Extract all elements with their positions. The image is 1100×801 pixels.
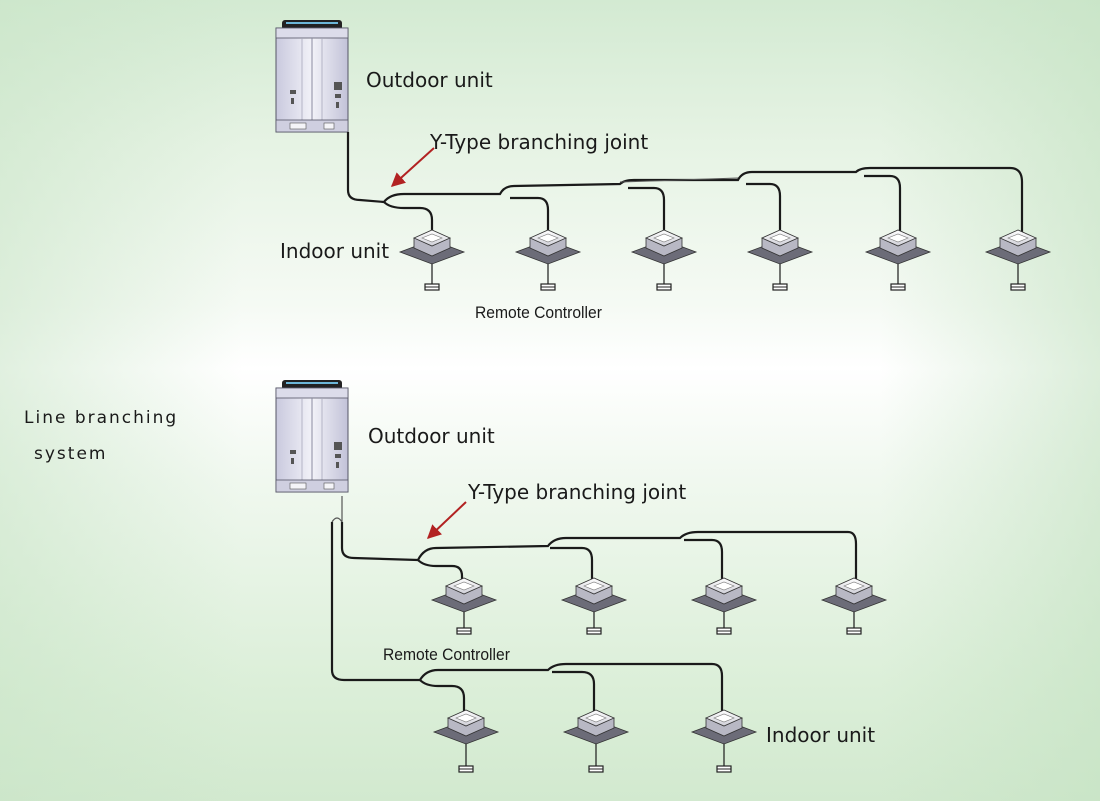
remote-controller-icon (456, 627, 472, 635)
top-joint-label: Y-Type branching joint (430, 130, 649, 154)
remote-controller-icon (716, 765, 732, 773)
bottom-remote-controller-label: Remote Controller (383, 645, 510, 664)
bottom-indoor-unit-label: Indoor unit (766, 723, 876, 747)
remote-controller-icon (424, 283, 440, 291)
remote-controller-icon (458, 765, 474, 773)
top-indoor-unit-label: Indoor unit (280, 239, 390, 263)
indoor-unit-icon (985, 229, 1051, 265)
indoor-unit-icon (433, 709, 499, 745)
remote-controller-icon (656, 283, 672, 291)
top-remote-controller-label: Remote Controller (475, 303, 602, 322)
bottom-joint-label: Y-Type branching joint (468, 480, 687, 504)
bottom-pipes (330, 522, 858, 712)
side-label-line2: system (34, 444, 108, 464)
bottom-outdoor-unit-label: Outdoor unit (368, 424, 495, 448)
arrow-icon (390, 147, 435, 187)
side-label-line1: Line branching (24, 408, 179, 428)
indoor-unit-icon (563, 709, 629, 745)
indoor-unit-icon (631, 229, 697, 265)
indoor-unit-icon (691, 709, 757, 745)
remote-controller-icon (588, 765, 604, 773)
indoor-unit-icon (399, 229, 465, 265)
indoor-unit-icon (431, 577, 497, 613)
remote-controller-icon (890, 283, 906, 291)
arrow-icon (426, 501, 467, 539)
top-outdoor-unit-label: Outdoor unit (366, 68, 493, 92)
indoor-unit-icon (515, 229, 581, 265)
remote-controller-icon (586, 627, 602, 635)
indoor-unit-icon (821, 577, 887, 613)
indoor-unit-icon (865, 229, 931, 265)
remote-controller-icon (540, 283, 556, 291)
indoor-unit-icon (561, 577, 627, 613)
indoor-unit-icon (691, 577, 757, 613)
remote-controller-icon (1010, 283, 1026, 291)
remote-controller-icon (846, 627, 862, 635)
outdoor-unit-icon (275, 379, 349, 493)
outdoor-unit-icon (275, 19, 349, 133)
top-pipes (346, 132, 1024, 232)
remote-controller-icon (772, 283, 788, 291)
indoor-unit-icon (747, 229, 813, 265)
remote-controller-icon (716, 627, 732, 635)
